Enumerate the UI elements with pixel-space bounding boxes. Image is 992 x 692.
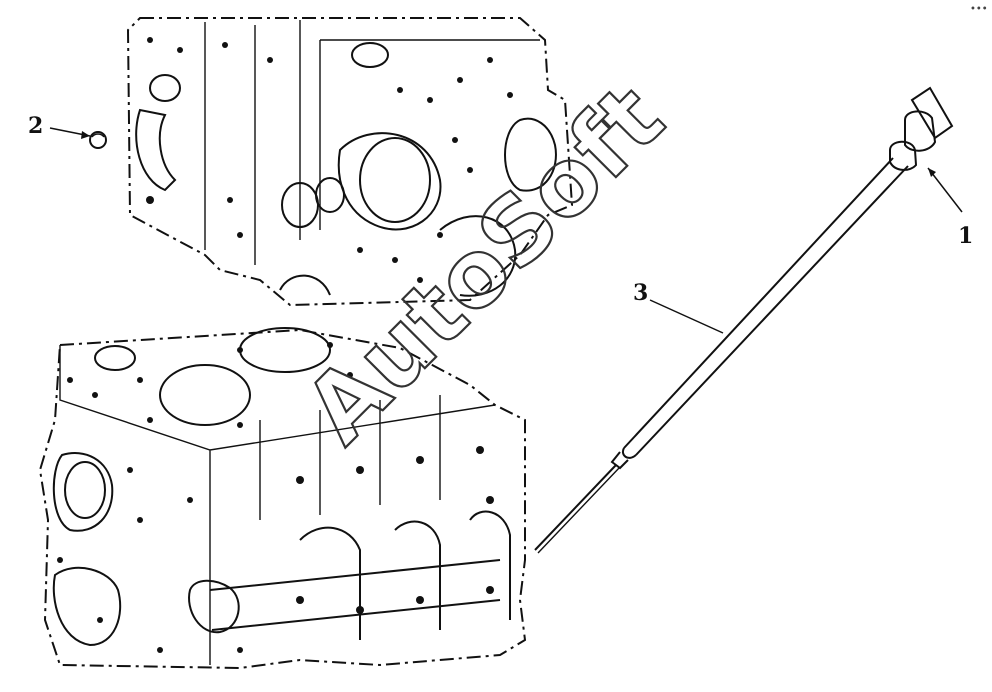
- upper-block-bolt-holes: [146, 37, 513, 283]
- upper-engine-block: [126, 17, 574, 307]
- dipstick-tube: [610, 157, 909, 470]
- callout-1-label: 1: [958, 223, 973, 249]
- plug: [89, 131, 107, 149]
- lower-block-bolt-holes: [57, 342, 494, 653]
- callout-3: 3: [633, 280, 724, 334]
- watermark: AutoSoft: [285, 64, 684, 463]
- callout-2: 2: [28, 113, 91, 139]
- callout-1: 1: [927, 167, 973, 249]
- callout-3-label: 3: [633, 280, 648, 306]
- dipstick-assembly: [534, 86, 954, 554]
- dipstick-handle: [889, 86, 954, 171]
- lower-engine-block: [38, 327, 527, 670]
- corner-mark: •••: [970, 4, 988, 15]
- callout-2-label: 2: [28, 113, 43, 139]
